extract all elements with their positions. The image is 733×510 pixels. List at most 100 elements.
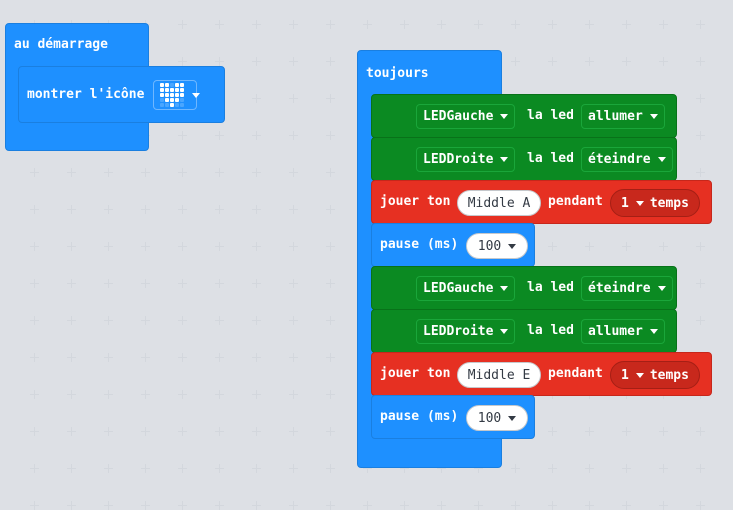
grid-plus-mark	[178, 131, 187, 140]
grid-plus-mark	[289, 279, 298, 288]
grid-plus-mark	[215, 353, 224, 362]
grid-plus-mark	[400, 464, 409, 473]
pause-duration-dropdown[interactable]: 100	[466, 405, 528, 431]
grid-plus-mark	[67, 279, 76, 288]
grid-plus-mark	[104, 205, 113, 214]
grid-plus-mark	[696, 464, 705, 473]
led-pixel	[165, 88, 169, 92]
grid-plus-mark	[326, 94, 335, 103]
grid-plus-mark	[252, 242, 261, 251]
grid-plus-mark	[696, 242, 705, 251]
grid-plus-mark	[548, 20, 557, 29]
grid-plus-mark	[178, 390, 187, 399]
note-field[interactable]: Middle A	[457, 190, 541, 216]
led-target-dropdown[interactable]: LEDGauche	[416, 104, 516, 129]
grid-plus-mark	[363, 20, 372, 29]
pause-block[interactable]: pause (ms)100	[371, 395, 535, 439]
grid-plus-mark	[548, 464, 557, 473]
grid-plus-mark	[252, 57, 261, 66]
grid-plus-mark	[178, 353, 187, 362]
chevron-down-icon	[635, 372, 644, 378]
grid-plus-mark	[696, 94, 705, 103]
led-state-dropdown[interactable]: allumer	[581, 319, 665, 344]
show-icon-block[interactable]: montrer l'icône	[18, 66, 225, 123]
on-start-label: au démarrage	[14, 37, 108, 52]
led-state-dropdown[interactable]: allumer	[581, 104, 665, 129]
grid-plus-mark	[141, 353, 150, 362]
led-pixel	[165, 98, 169, 102]
grid-plus-mark	[104, 427, 113, 436]
led-pixel	[175, 98, 179, 102]
grid-plus-mark	[696, 279, 705, 288]
pause-block[interactable]: pause (ms)100	[371, 223, 535, 267]
grid-plus-mark	[141, 242, 150, 251]
grid-plus-mark	[30, 427, 39, 436]
grid-plus-mark	[289, 242, 298, 251]
grid-plus-mark	[252, 168, 261, 177]
led-target-dropdown[interactable]: LEDDroite	[416, 319, 516, 344]
led-state-dropdown[interactable]: éteindre	[581, 276, 673, 301]
beats-value: 1	[621, 367, 629, 383]
grid-plus-mark	[511, 464, 520, 473]
grid-plus-mark	[30, 464, 39, 473]
grid-plus-mark	[252, 131, 261, 140]
grid-plus-mark	[215, 20, 224, 29]
led-pixel	[180, 98, 184, 102]
led-pixel	[160, 98, 164, 102]
pause-value: 100	[477, 238, 502, 254]
grid-plus-mark	[326, 57, 335, 66]
grid-plus-mark	[622, 464, 631, 473]
grid-plus-mark	[178, 427, 187, 436]
grid-plus-mark	[326, 168, 335, 177]
led-target-dropdown[interactable]: LEDDroite	[416, 147, 516, 172]
grid-plus-mark	[215, 205, 224, 214]
led-pixel	[170, 88, 174, 92]
grid-plus-mark	[289, 205, 298, 214]
grid-plus-mark	[437, 20, 446, 29]
grid-plus-mark	[252, 353, 261, 362]
chevron-down-icon	[635, 200, 644, 206]
led-pixel	[165, 103, 169, 107]
grid-plus-mark	[363, 464, 372, 473]
grid-plus-mark	[696, 316, 705, 325]
grid-plus-mark	[30, 279, 39, 288]
beats-value: 1	[621, 195, 629, 211]
grid-plus-mark	[289, 20, 298, 29]
grid-plus-mark	[30, 242, 39, 251]
grid-plus-mark	[252, 316, 261, 325]
grid-plus-mark	[215, 279, 224, 288]
grid-plus-mark	[104, 390, 113, 399]
grid-plus-mark	[104, 279, 113, 288]
grid-plus-mark	[326, 131, 335, 140]
grid-plus-mark	[104, 464, 113, 473]
grid-plus-mark	[178, 279, 187, 288]
grid-plus-mark	[104, 242, 113, 251]
pause-duration-dropdown[interactable]: 100	[466, 233, 528, 259]
play-tone-label: jouer ton	[380, 366, 451, 381]
chevron-down-icon	[649, 329, 658, 334]
grid-plus-mark	[289, 94, 298, 103]
grid-plus-mark	[252, 20, 261, 29]
led-state-dropdown[interactable]: éteindre	[581, 147, 673, 172]
icon-picker[interactable]	[153, 80, 200, 110]
grid-plus-mark	[289, 57, 298, 66]
led-target-dropdown[interactable]: LEDGauche	[416, 276, 516, 301]
grid-plus-mark	[326, 279, 335, 288]
grid-plus-mark	[326, 427, 335, 436]
led-pixel	[180, 88, 184, 92]
grid-plus-mark	[585, 242, 594, 251]
note-field[interactable]: Middle E	[457, 362, 541, 388]
grid-plus-mark	[289, 353, 298, 362]
grid-plus-mark	[141, 390, 150, 399]
grid-plus-mark	[178, 316, 187, 325]
led-pixel	[175, 93, 179, 97]
